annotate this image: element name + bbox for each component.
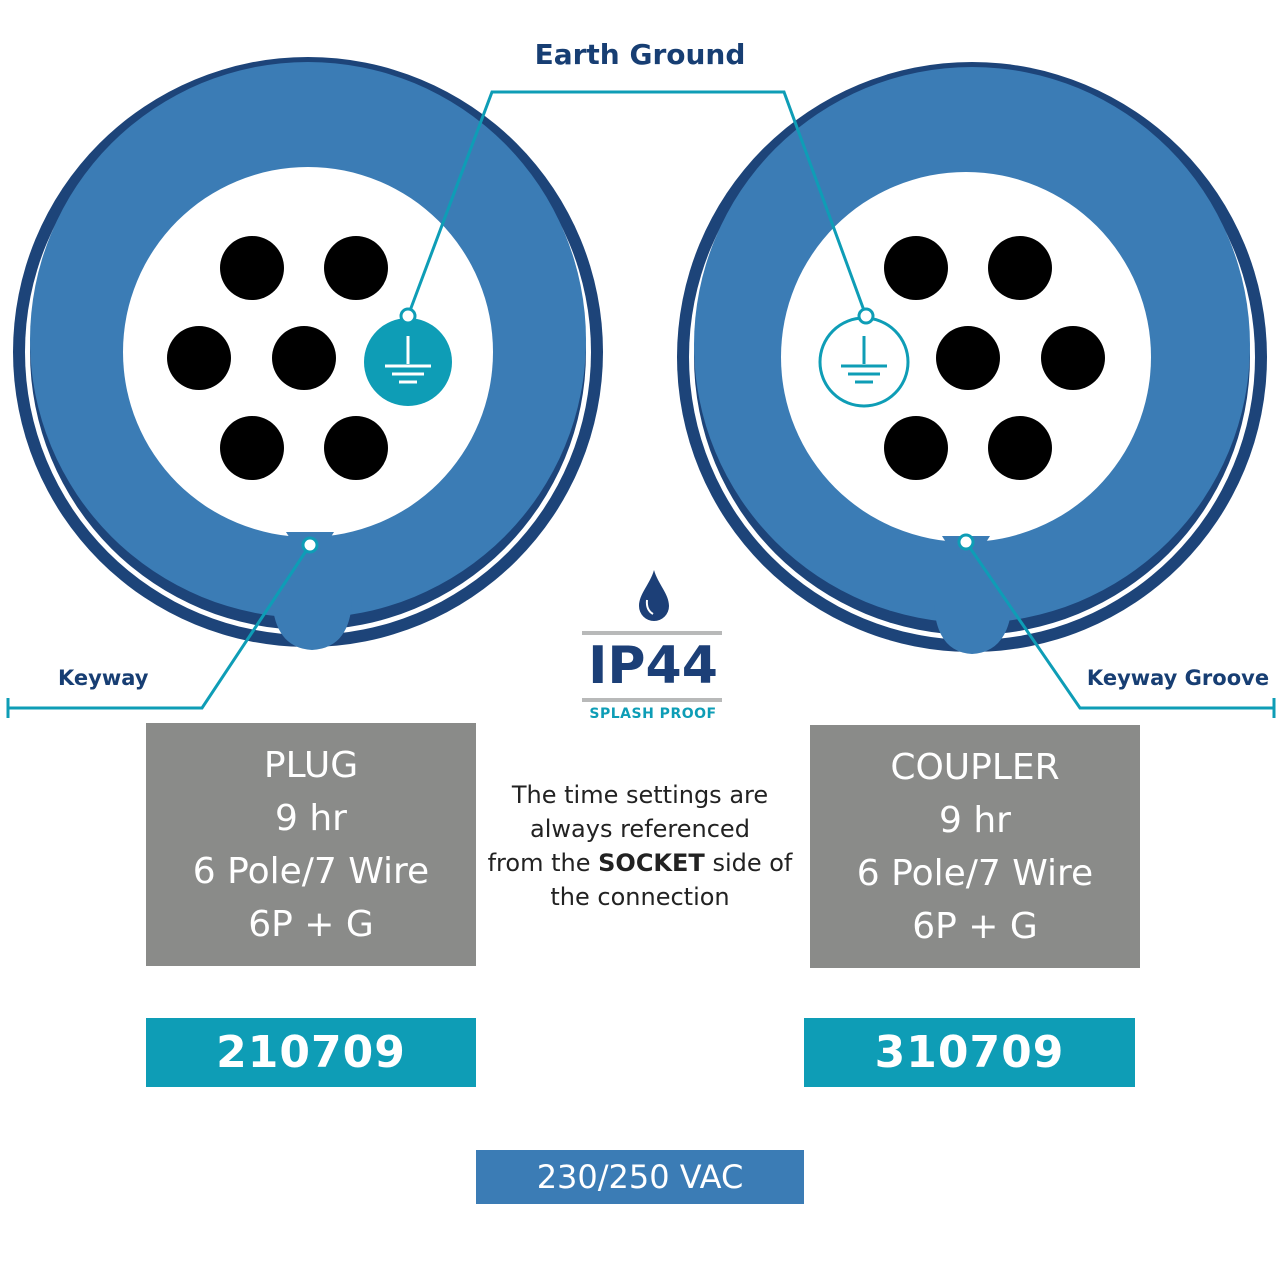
coupler-pin xyxy=(988,236,1052,300)
plug-ground-dot xyxy=(399,307,417,325)
keyway-groove-dot xyxy=(957,533,975,551)
voltage-box: 230/250 VAC xyxy=(476,1150,804,1204)
coupler-pin xyxy=(884,416,948,480)
ip44-badge xyxy=(582,570,722,702)
ip44-bottom-bar xyxy=(582,698,722,702)
ip44-top-bar xyxy=(582,631,722,635)
coupler-pin xyxy=(936,326,1000,390)
note-line-2: always referenced xyxy=(530,815,750,843)
coupler-pin xyxy=(988,416,1052,480)
coupler-part-number: 310709 xyxy=(804,1018,1135,1087)
note-line-3-post: side of xyxy=(712,849,793,877)
coupler-clock: 9 hr xyxy=(939,799,1011,841)
ip-rating-description: SPLASH PROOF xyxy=(589,706,717,722)
plug-config: 6P + G xyxy=(248,903,374,945)
coupler-title: COUPLER xyxy=(890,746,1060,788)
plug-face xyxy=(13,57,603,650)
plug-clock: 9 hr xyxy=(275,797,347,839)
plug-pin xyxy=(324,236,388,300)
keyway-label: Keyway xyxy=(58,666,149,690)
plug-pin xyxy=(220,416,284,480)
plug-ground-pin xyxy=(364,318,452,406)
plug-pin xyxy=(167,326,231,390)
plug-pin xyxy=(272,326,336,390)
earth-ground-leader xyxy=(406,90,868,317)
time-setting-note: The time settings are always referenced … xyxy=(480,778,800,914)
ip-rating-code: IP44 xyxy=(588,636,718,696)
callout-dots xyxy=(301,307,975,554)
note-line-1: The time settings are xyxy=(511,781,769,809)
keyway-groove-leader xyxy=(964,541,1274,710)
water-drop-icon xyxy=(639,570,669,621)
plug-pin xyxy=(324,416,388,480)
coupler-face xyxy=(677,62,1267,654)
earth-ground-label: Earth Ground xyxy=(534,38,746,71)
plug-title: PLUG xyxy=(263,744,359,786)
plug-spec-box: PLUG 9 hr 6 Pole/7 Wire 6P + G xyxy=(146,723,476,966)
coupler-pin xyxy=(1041,326,1105,390)
coupler-config: 6P + G xyxy=(912,905,1038,947)
coupler-ground-pin xyxy=(818,316,910,408)
coupler-keyway-lobe xyxy=(934,605,1012,654)
coupler-spec-box: COUPLER 9 hr 6 Pole/7 Wire 6P + G xyxy=(810,725,1140,968)
note-socket-emphasis: SOCKET xyxy=(598,849,705,877)
note-line-4: the connection xyxy=(550,883,730,911)
keyway-dot xyxy=(301,536,319,554)
coupler-ground-dot xyxy=(857,307,875,325)
plug-pin xyxy=(220,236,284,300)
callout-lines xyxy=(6,90,1276,718)
coupler-poles: 6 Pole/7 Wire xyxy=(856,852,1094,894)
keyway-leader xyxy=(8,544,312,710)
keyway-groove-label: Keyway Groove xyxy=(1086,666,1270,690)
plug-keyway-lobe xyxy=(272,600,352,650)
note-line-3-pre: from the xyxy=(487,849,591,877)
plug-poles: 6 Pole/7 Wire xyxy=(192,850,430,892)
note-line-3: from the SOCKET side of xyxy=(480,846,800,880)
coupler-pin xyxy=(884,236,948,300)
plug-part-number: 210709 xyxy=(146,1018,476,1087)
